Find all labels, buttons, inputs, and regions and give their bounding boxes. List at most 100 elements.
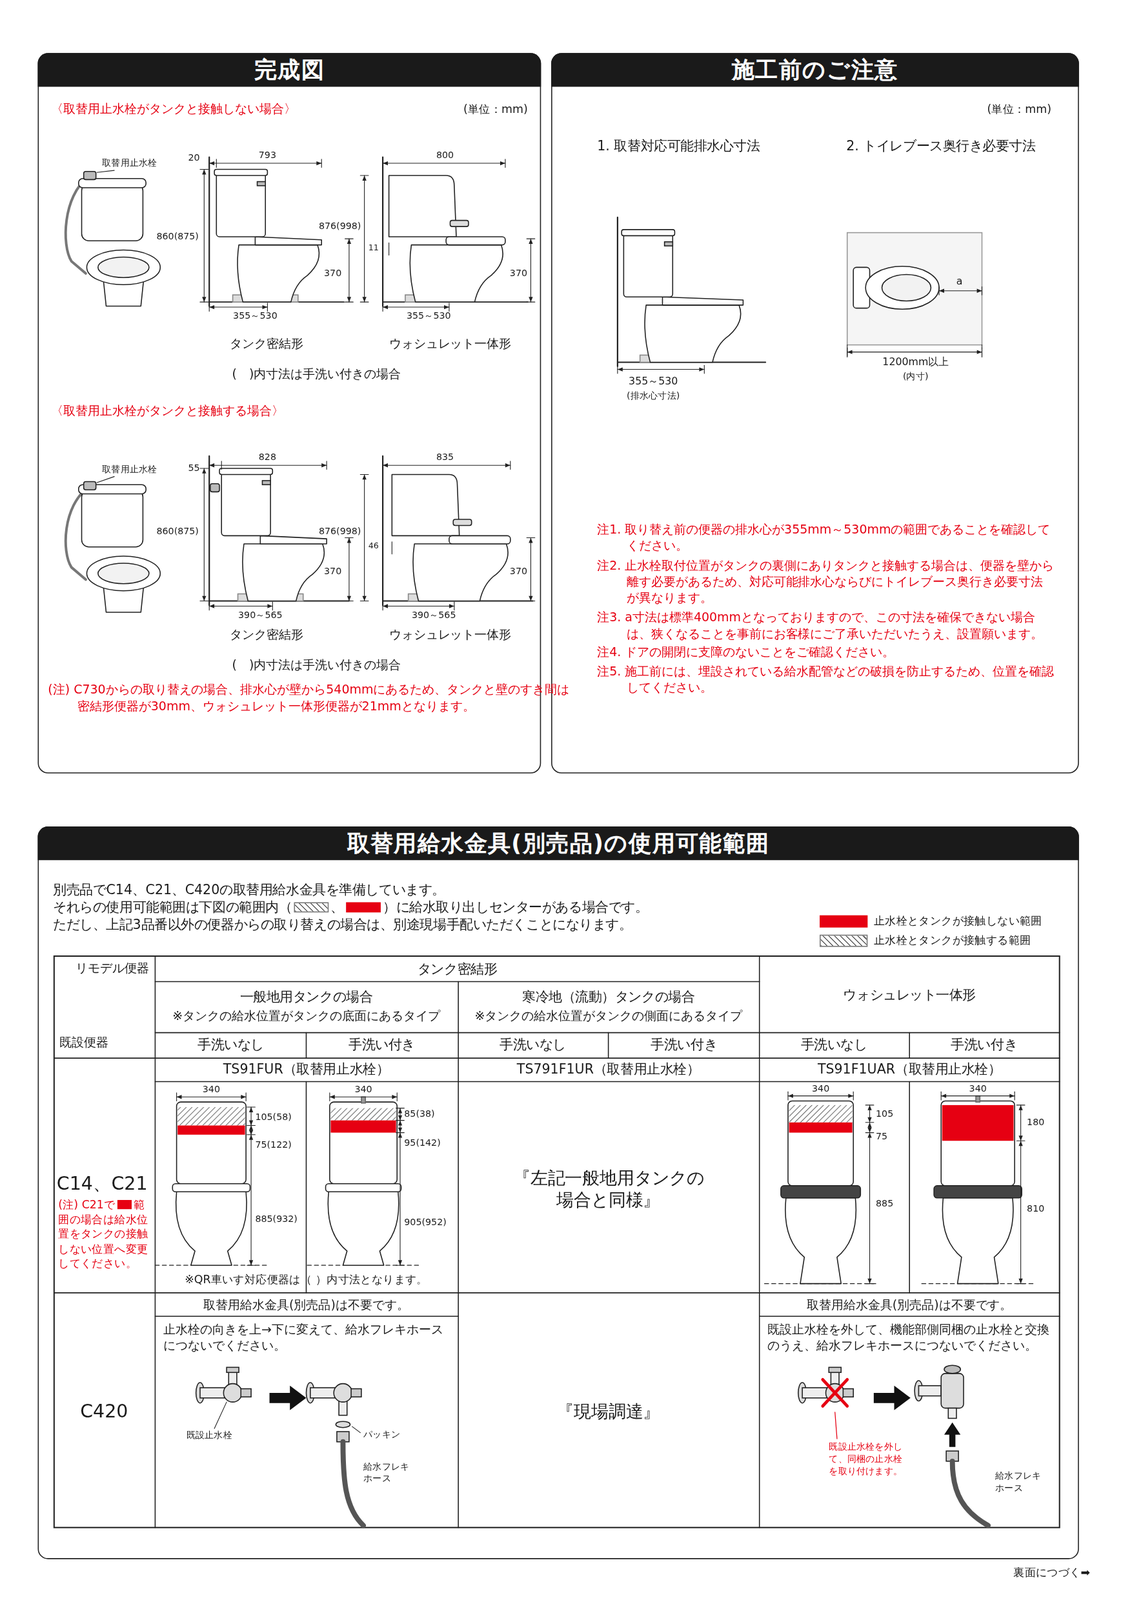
seat-band [780,1186,861,1199]
flush-lever [257,181,266,186]
table-header: 手洗い付き [950,1037,1018,1054]
dimension-label: 340 [811,1083,830,1095]
sketch-tank [81,183,144,242]
dimension-arrow [382,604,388,608]
continue-note: 裏面につづく➡ [1013,1566,1091,1580]
dimension-arrow [528,238,533,244]
dimension-line [788,1095,854,1097]
dimension-label: 11 [368,243,379,253]
note-text: 注5. 施工前には、埋設されている給水配管などの破損を防止するため、位置を確認し… [596,662,1055,697]
toilet-seat [254,236,322,246]
dimension-line [1020,1105,1021,1285]
toilet-bowl [327,1192,399,1266]
wall-line [382,456,384,606]
seat-band [933,1186,1022,1199]
legend-hatch-swatch [819,934,868,947]
note-text: 注4. ドアの開閉に支障のないことをご確認ください。 [596,644,1055,661]
dimension-line [363,474,365,601]
toilet-seat [445,236,506,246]
stop-valve [210,484,220,493]
new-valve-body [940,1374,964,1409]
dimension-arrow [867,1105,872,1111]
valve-pipe [200,1388,227,1399]
table-header: 寒冷地（流動）タンクの場合 [522,989,695,1006]
dimension-label: 105 [875,1109,894,1121]
dimension-label: 390～565 [411,609,457,621]
valve-body [223,1384,242,1403]
dimension-arrow [528,538,533,544]
model-number: TS791F1UR（取替用止水栓） [516,1061,701,1078]
dimension-arrow [209,161,215,166]
figure-caption: タンク密結形 [229,627,304,643]
dimension-arrow [362,474,366,480]
body-text: 別売品でC14、C21、C420の取替用給水金具を準備しています。 [52,882,446,899]
dimension-label: 800 [436,149,454,161]
red-range [942,1105,1014,1142]
washlet-body [389,175,457,237]
dimension-label: 370 [323,267,342,279]
flush-lever [262,480,271,485]
sketch-bowl-inner [98,563,150,585]
flush-lever [664,242,674,246]
panel-title: 取替用給水金具(別売品)の使用可能範囲 [347,828,770,859]
table-header: 手洗いなし [197,1037,264,1054]
dimension-arrow [329,1095,335,1100]
figure-caption: ウォシュレット一体形 [389,627,512,643]
control-arm [453,519,472,526]
table-rule [759,1315,1060,1318]
connect-arrow [944,1423,961,1448]
table-rule [908,1082,910,1294]
dimension-arrow [1018,1135,1023,1142]
leader-line [835,1412,838,1440]
table-rule [54,1057,1060,1060]
dimension-label: 340 [202,1084,221,1096]
toilet-tank [329,1102,397,1185]
toilet-seat [449,535,511,545]
sketch-bowl-inner [98,257,150,279]
toilet-bowl [242,544,324,602]
table-header: 手洗い付き [348,1037,415,1054]
plan-bowl-inner [882,274,932,301]
dimension-label: 355～530 [406,311,452,323]
dimension-arrow [249,1126,253,1131]
dimension-arrow [202,596,206,602]
dimension-line [940,1095,1015,1097]
valve-cap [351,1389,362,1398]
dimension-label: 75 [875,1131,888,1143]
dimension-label: (排水心寸法) [626,390,680,402]
control-arm [449,220,468,227]
remove-mark [822,1379,848,1407]
hand-wash-spout [975,1096,980,1103]
dimension-arrow [848,1093,854,1098]
inline-text: 、 [330,899,344,916]
dimension-arrow [347,296,352,303]
toilet-bowl [237,245,319,303]
dimension-arrow [347,238,352,244]
model-number: TS91F1UAR（取替用止水栓） [817,1061,1002,1078]
table-cell: 取替用給水金具(別売品)は不要です。 [203,1297,409,1313]
dimension-arrow [249,1121,253,1127]
table-frame [54,956,1060,1529]
table-rule [305,1033,308,1060]
dimension-line [203,468,205,602]
dimension-line [348,538,350,602]
dimension-label: 340 [969,1083,987,1095]
dimension-arrow [382,463,388,468]
dimension-label: 75(122) [254,1139,292,1151]
dimension-arrow [617,367,623,372]
plan-bowl [865,266,940,310]
dimension-arrow [788,1093,794,1098]
dimension-line [530,238,532,303]
dimension-arrow [209,604,215,608]
valve-cap [842,1389,854,1398]
table-rule [457,982,459,1529]
dimension-arrow [347,596,352,602]
section-subheading: 〈取替用止水栓がタンクと接触しない場合〉 [50,101,297,117]
tank-lid [621,229,675,236]
figure-note: ( )内寸法は手洗い付きの場合 [232,367,402,383]
wall-line [208,456,210,606]
dimension-arrow [362,296,366,303]
dimension-label: 810 [1026,1204,1045,1216]
dimension-label: 860(875) [156,525,199,537]
dimension-arrow [347,538,352,544]
